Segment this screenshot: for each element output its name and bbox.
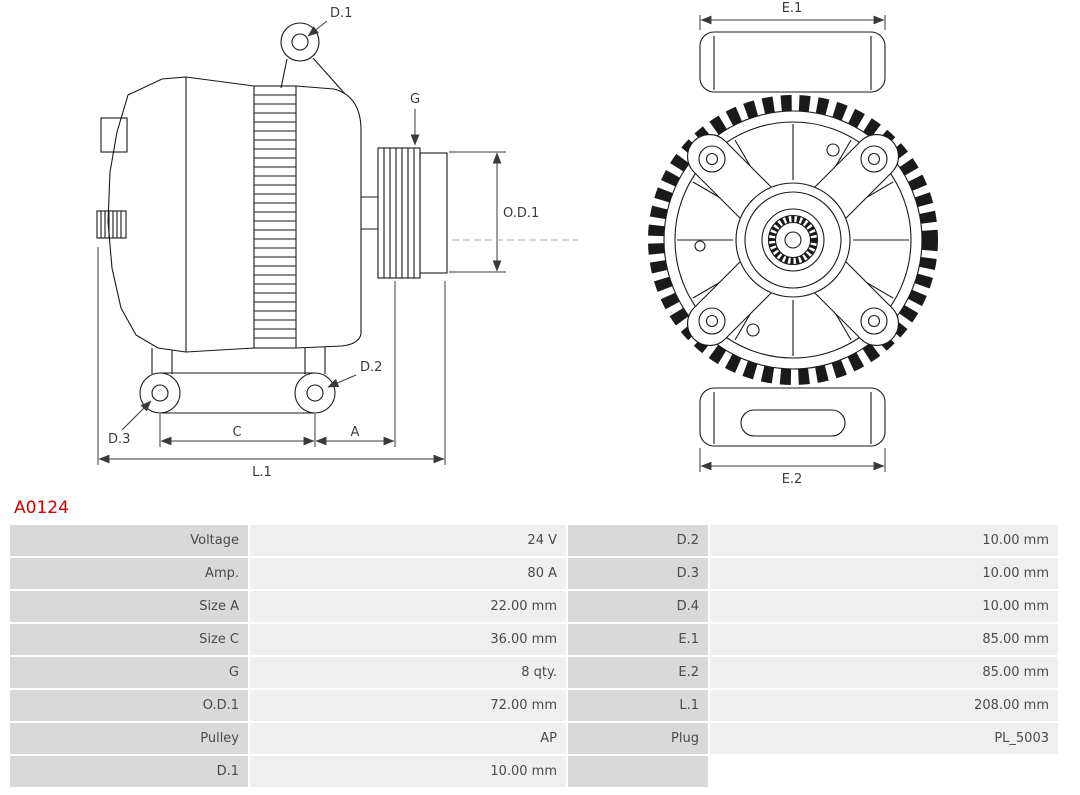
dim-label-d3: D.3 — [108, 432, 130, 447]
spec-label-cell — [568, 756, 708, 787]
technical-drawing: D.1 G O.D.1 D.2 D.3 C A L.1 E.1 E.2 — [96, 1, 938, 487]
front-bottom-mount — [699, 387, 886, 447]
spec-label-cell: D.1 — [10, 756, 248, 787]
spec-label-cell: G — [10, 657, 248, 688]
leader-d2 — [327, 374, 357, 388]
spec-value-cell: 22.00 mm — [250, 591, 566, 622]
spec-label-cell: Voltage — [10, 525, 248, 556]
spec-value-cell: 10.00 mm — [710, 591, 1058, 622]
spec-value-cell — [710, 756, 1058, 787]
spec-label-cell: L.1 — [568, 690, 708, 721]
spec-label-cell: Amp. — [10, 558, 248, 589]
front-pulley-hub — [735, 182, 851, 298]
rear-housing — [295, 85, 362, 349]
spec-label-cell: Plug — [568, 723, 708, 754]
spec-value-cell: 85.00 mm — [710, 624, 1058, 655]
front-top-mount — [699, 31, 886, 93]
dim-label-a: A — [351, 425, 360, 440]
spec-table: Voltage 24 V D.2 10.00 mm Amp. 80 A D.3 … — [10, 525, 1058, 787]
leader-d1 — [307, 20, 328, 37]
spec-value-cell: 36.00 mm — [250, 624, 566, 655]
spec-label-cell: D.3 — [568, 558, 708, 589]
bottom-bracket — [139, 347, 336, 414]
spec-value-cell: 24 V — [250, 525, 566, 556]
top-lug — [280, 22, 346, 95]
side-view-dimensions — [97, 20, 578, 465]
spec-value-cell: PL_5003 — [710, 723, 1058, 754]
spec-value-cell: 208.00 mm — [710, 690, 1058, 721]
spec-value-cell: 10.00 mm — [250, 756, 566, 787]
technical-drawing-area: D.1 G O.D.1 D.2 D.3 C A L.1 E.1 E.2 — [96, 1, 938, 487]
dim-label-od1: O.D.1 — [503, 206, 539, 221]
spec-value-cell: 72.00 mm — [250, 690, 566, 721]
spec-label-cell: E.1 — [568, 624, 708, 655]
part-number: A0124 — [14, 498, 69, 518]
stator-ribs — [253, 85, 297, 349]
spec-value-cell: 8 qty. — [250, 657, 566, 688]
dim-label-d1: D.1 — [330, 6, 352, 21]
spec-label-cell: D.2 — [568, 525, 708, 556]
dim-label-l1: L.1 — [252, 465, 272, 480]
dim-label-d2: D.2 — [360, 360, 382, 375]
spec-label-cell: Size C — [10, 624, 248, 655]
alternator-side-view — [96, 22, 448, 414]
fan-blades — [677, 124, 909, 356]
dim-label-c: C — [232, 425, 241, 440]
alternator-front-view — [648, 31, 938, 447]
spec-value-cell: 10.00 mm — [710, 558, 1058, 589]
front-view-dimensions — [699, 15, 886, 472]
pulley — [377, 147, 448, 279]
spec-label-cell: D.4 — [568, 591, 708, 622]
leader-d3 — [121, 400, 152, 431]
spec-value-cell: AP — [250, 723, 566, 754]
spec-label-cell: Size A — [10, 591, 248, 622]
shaft — [361, 196, 378, 230]
spec-value-cell: 10.00 mm — [710, 525, 1058, 556]
arm-bolt-holes — [698, 145, 888, 335]
dim-label-e1: E.1 — [782, 1, 803, 16]
dim-label-g: G — [410, 92, 420, 107]
spec-label-cell: Pulley — [10, 723, 248, 754]
front-bracket — [96, 76, 255, 353]
dim-label-e2: E.2 — [782, 472, 803, 487]
spec-label-cell: O.D.1 — [10, 690, 248, 721]
spec-value-cell: 80 A — [250, 558, 566, 589]
spec-label-cell: E.2 — [568, 657, 708, 688]
spec-value-cell: 85.00 mm — [710, 657, 1058, 688]
